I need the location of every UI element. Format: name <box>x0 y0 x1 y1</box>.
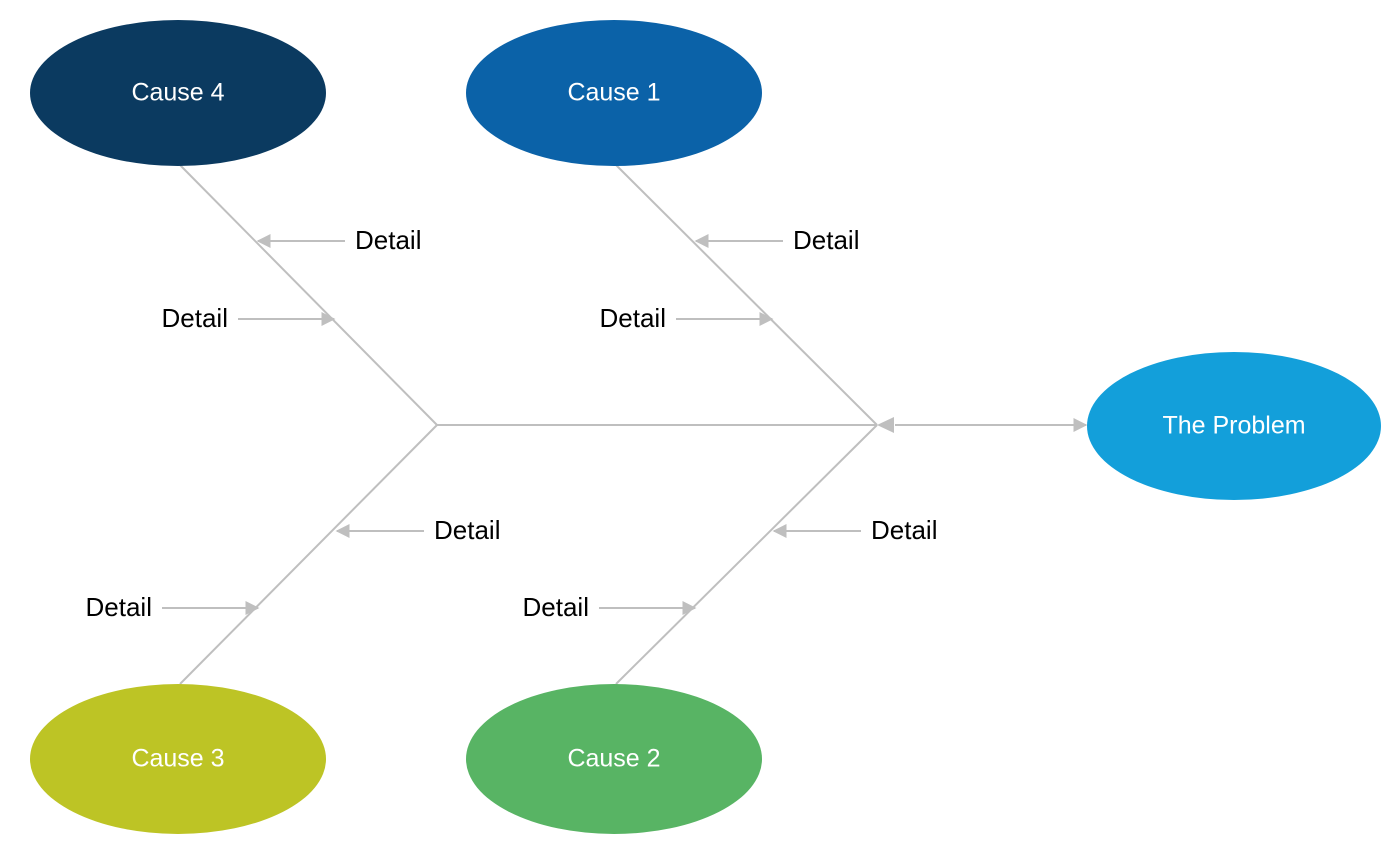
bone-group <box>179 164 878 685</box>
node-cause-2[interactable]: Cause 2 <box>466 684 762 834</box>
node-group: Cause 4 Cause 1 Cause 3 Cause 2 The Prob… <box>30 20 1381 834</box>
detail-c2-upper-label: Detail <box>871 515 937 545</box>
detail-c1-lower-label: Detail <box>600 303 666 333</box>
the-problem-label: The Problem <box>1162 412 1305 440</box>
bone-cause-4 <box>179 164 438 426</box>
detail-label-group: DetailDetailDetailDetailDetailDetailDeta… <box>86 225 938 622</box>
detail-line-group <box>162 234 861 615</box>
node-cause-3[interactable]: Cause 3 <box>30 684 326 834</box>
the-problem-ellipse[interactable] <box>1087 352 1381 500</box>
node-cause-4[interactable]: Cause 4 <box>30 20 326 166</box>
cause-3-label: Cause 3 <box>131 745 224 773</box>
detail-c4-upper-label: Detail <box>355 225 421 255</box>
cause-1-ellipse[interactable] <box>466 20 762 166</box>
bone-cause-3 <box>179 424 438 685</box>
detail-c1-upper-label: Detail <box>793 225 859 255</box>
cause-1-label: Cause 1 <box>567 79 660 107</box>
cause-2-label: Cause 2 <box>567 745 660 773</box>
cause-2-ellipse[interactable] <box>466 684 762 834</box>
bone-cause-1 <box>615 164 878 426</box>
cause-4-ellipse[interactable] <box>30 20 326 166</box>
spine-group <box>437 417 1088 433</box>
detail-c4-lower-label: Detail <box>162 303 228 333</box>
spine-junction-arrowhead <box>877 417 894 433</box>
detail-c2-lower-label: Detail <box>523 592 589 622</box>
node-cause-1[interactable]: Cause 1 <box>466 20 762 166</box>
bone-cause-2 <box>615 424 878 685</box>
node-the-problem[interactable]: The Problem <box>1087 352 1381 500</box>
cause-3-ellipse[interactable] <box>30 684 326 834</box>
detail-c3-lower-label: Detail <box>86 592 152 622</box>
detail-c3-upper-label: Detail <box>434 515 500 545</box>
cause-4-label: Cause 4 <box>131 79 224 107</box>
